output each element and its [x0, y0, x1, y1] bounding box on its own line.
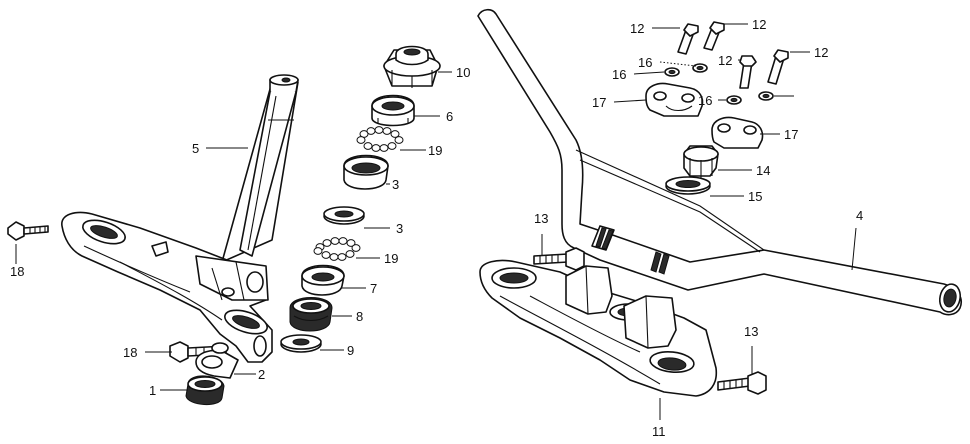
nut-14	[683, 145, 719, 178]
callout-16-b: 16	[638, 55, 652, 70]
callout-13-upper: 13	[534, 211, 548, 226]
washer-16-d	[758, 91, 774, 101]
bolt-12-d	[767, 49, 789, 85]
race-3-lower	[323, 206, 365, 225]
race-3-upper	[343, 154, 389, 190]
handlebar-holder-17-upper	[645, 82, 704, 117]
callout-14: 14	[756, 163, 770, 178]
callout-12-a: 12	[630, 21, 644, 36]
callout-12-c: 12	[718, 53, 732, 68]
callout-16-a: 16	[612, 67, 626, 82]
callout-2: 2	[258, 367, 265, 382]
stem-nut-10	[383, 45, 441, 88]
steering-stem-bottom-bridge	[61, 74, 299, 363]
callout-6: 6	[446, 109, 453, 124]
callout-12-d: 12	[814, 45, 828, 60]
bolt-12-c	[739, 55, 757, 89]
callout-7: 7	[370, 281, 377, 296]
bolt-12-b	[703, 21, 725, 51]
top-bridge-11	[479, 259, 718, 397]
washer-16-a	[664, 67, 680, 77]
callout-12-b: 12	[752, 17, 766, 32]
steel-balls-19-lower	[313, 237, 361, 261]
callout-8: 8	[356, 309, 363, 324]
callout-3-lower: 3	[396, 221, 403, 236]
race-7	[301, 264, 345, 296]
dust-seal-8	[289, 297, 333, 332]
washer-16-b	[692, 63, 708, 73]
callout-18-left: 18	[10, 264, 24, 279]
callout-17-upper: 17	[592, 95, 606, 110]
callout-19-lower: 19	[384, 251, 398, 266]
grommet-1	[185, 375, 225, 405]
bolt-13-lower	[717, 371, 767, 395]
callout-17-lower: 17	[784, 127, 798, 142]
callout-labels: 5 18 18 2 1 10 6 19 3 3 19 7 8 9 11 13 1…	[10, 17, 863, 439]
callout-4: 4	[856, 208, 863, 223]
callout-1: 1	[149, 383, 156, 398]
handlebar-holder-17-lower	[711, 116, 764, 149]
callout-5: 5	[192, 141, 199, 156]
washer-9	[280, 334, 322, 353]
washer-16-c	[726, 95, 742, 105]
washer-15	[665, 176, 711, 195]
callout-13-lower: 13	[744, 324, 758, 339]
callout-19-upper: 19	[428, 143, 442, 158]
steel-balls-19-upper	[356, 126, 404, 152]
callout-16-c: 16	[698, 93, 712, 108]
callout-10: 10	[456, 65, 470, 80]
callout-9: 9	[347, 343, 354, 358]
callout-15: 15	[748, 189, 762, 204]
callout-18-lower: 18	[123, 345, 137, 360]
callout-11: 11	[652, 424, 666, 439]
handlebar-4	[477, 8, 962, 316]
bolt-18-left	[7, 221, 49, 241]
bolt-13-upper	[533, 247, 585, 271]
cable-clamp-2	[195, 342, 239, 379]
adjusting-nut-6	[371, 94, 415, 127]
callout-3-upper: 3	[392, 177, 399, 192]
leader-lines	[15, 23, 857, 420]
bolt-12-a	[677, 23, 699, 55]
